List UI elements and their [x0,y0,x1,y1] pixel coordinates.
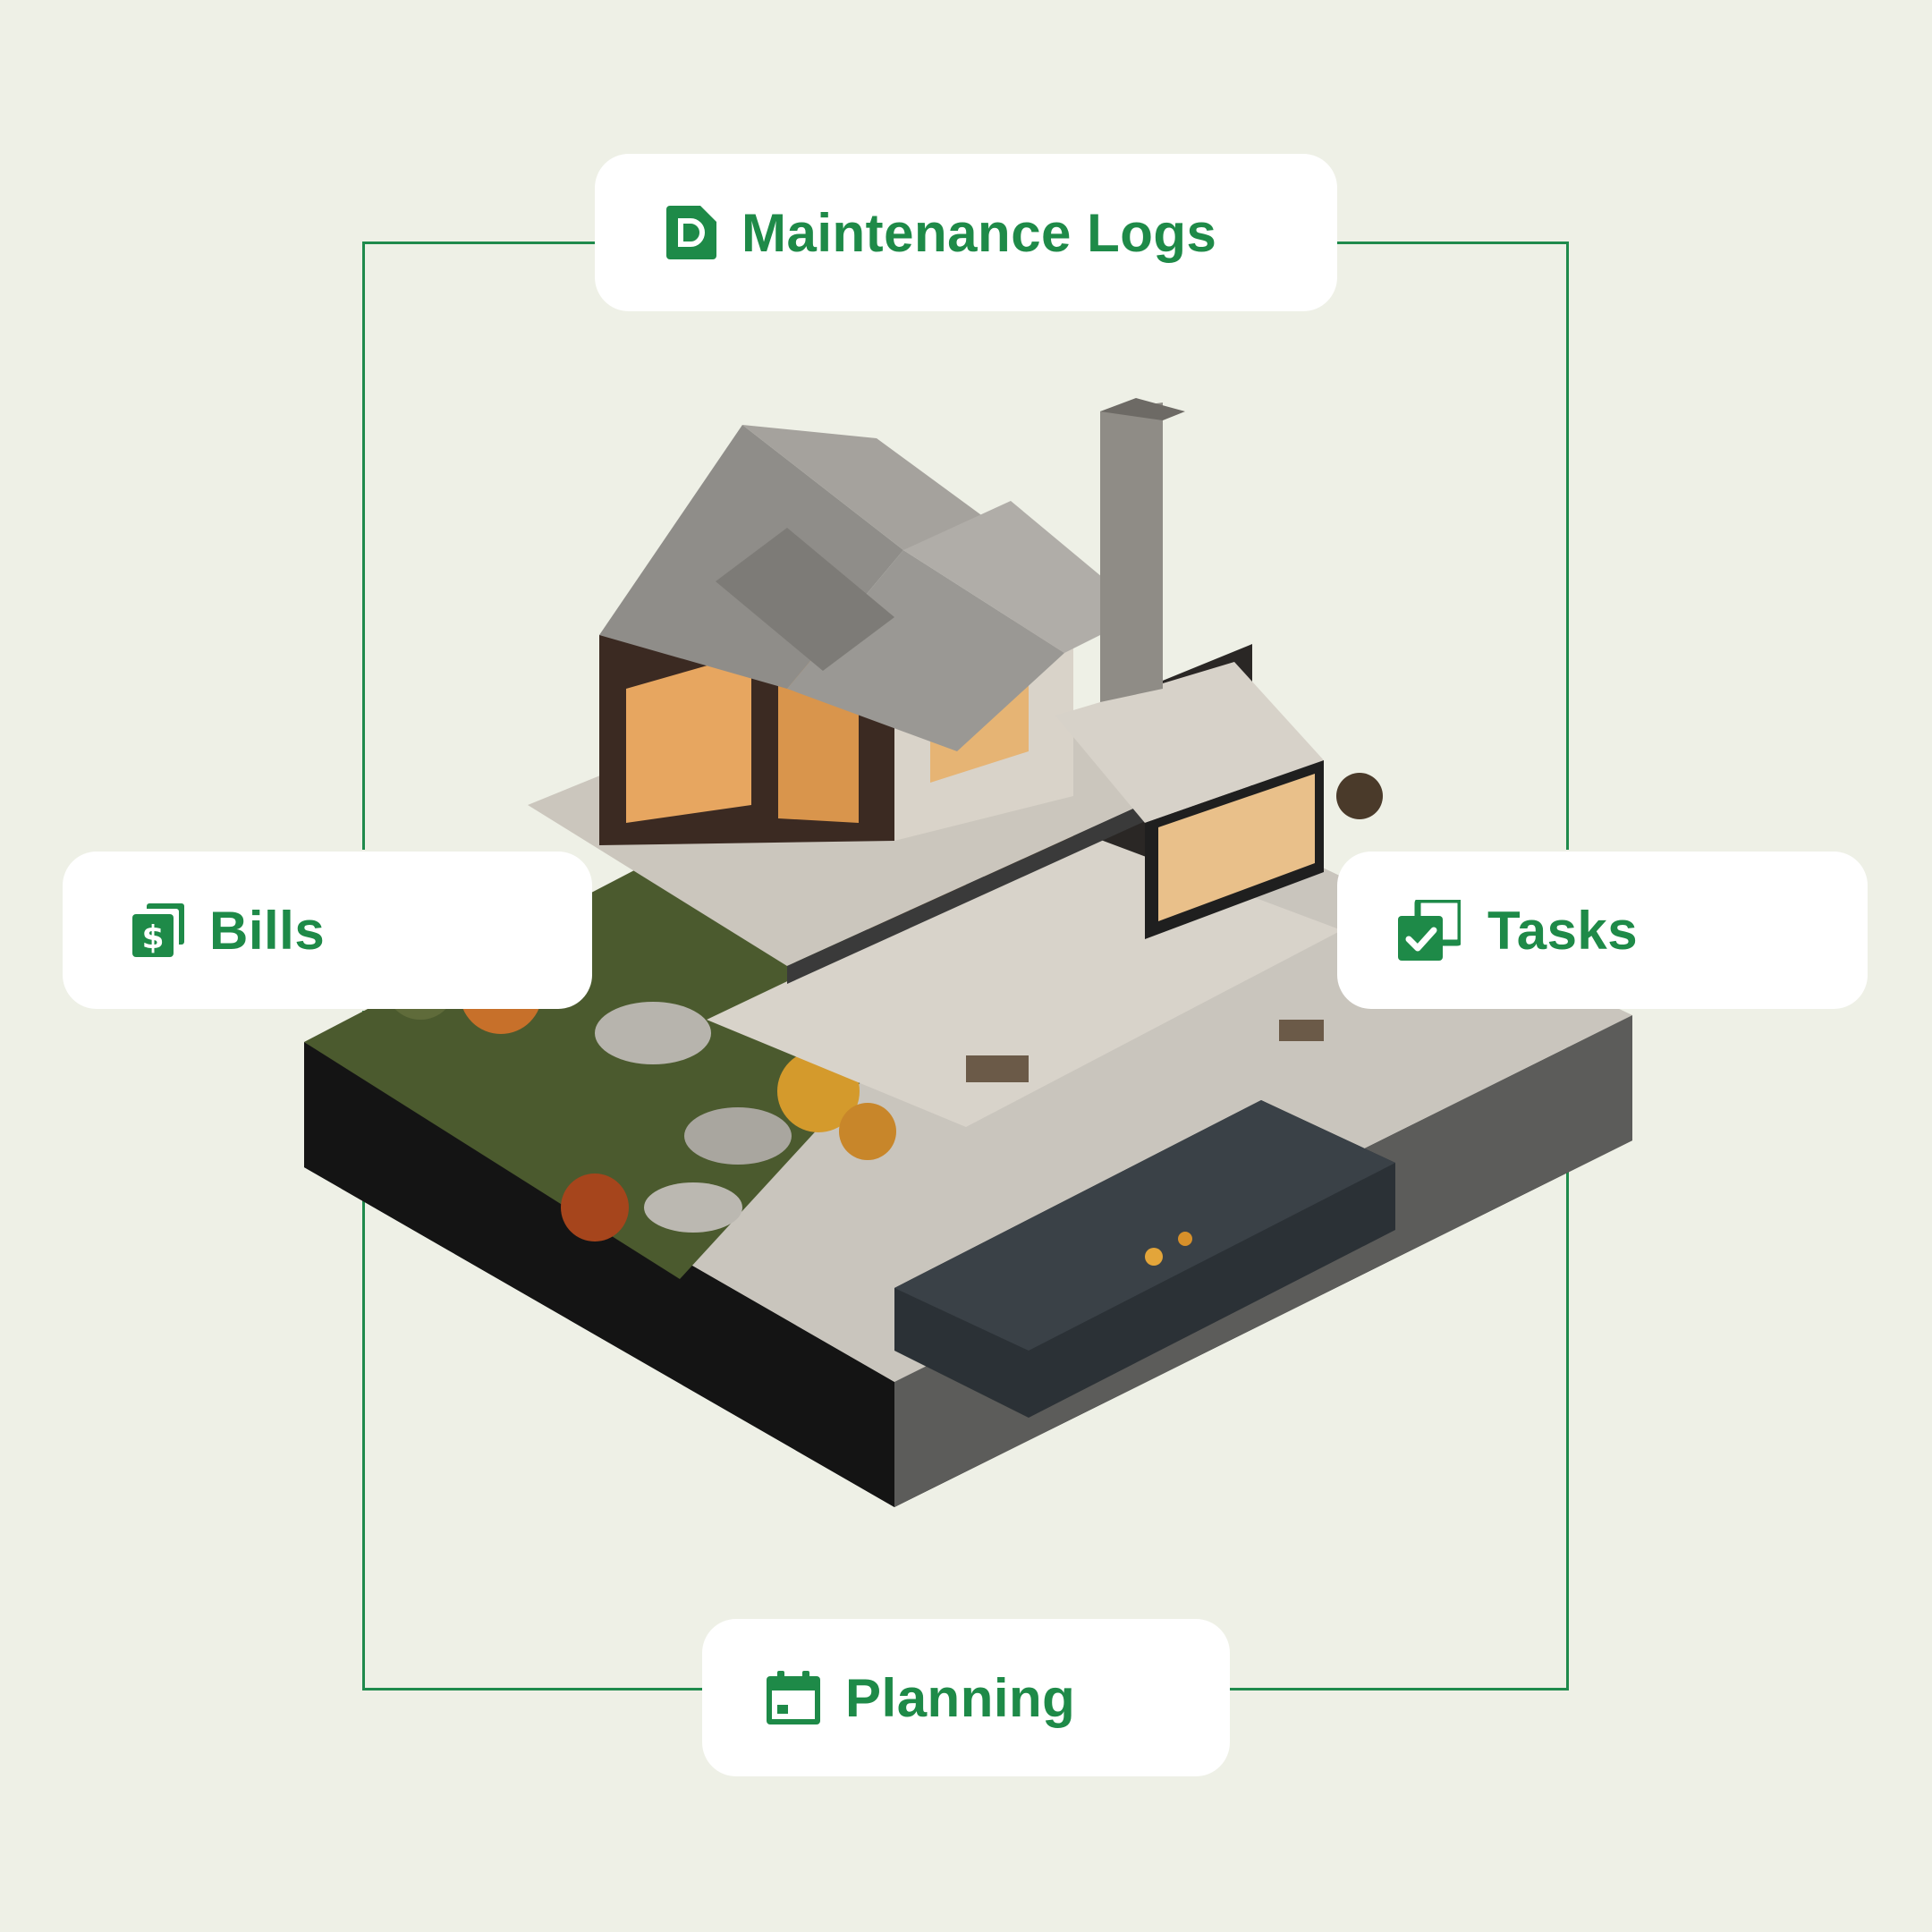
frame-top-left-line [362,242,595,244]
frame-bottom-left-line [362,1688,702,1690]
frame-top-right-line [1337,242,1569,244]
maintenance-logs-card[interactable]: Maintenance Logs [595,154,1337,311]
frame-right-lower-line [1566,1011,1569,1690]
tasks-card[interactable]: Tasks [1337,852,1868,1009]
isometric-house-icon [304,398,1632,1507]
task-check-icon [1398,900,1461,961]
document-icon [666,206,716,259]
maintenance-logs-label: Maintenance Logs [741,202,1217,263]
frame-left-upper-line [362,242,365,850]
frame-left-lower-line [362,1011,365,1690]
calendar-icon [767,1671,820,1724]
tasks-label: Tasks [1487,900,1639,961]
bills-dollar-icon: $ [132,903,184,957]
frame-bottom-right-line [1230,1688,1569,1690]
bills-label: Bills [209,900,326,961]
frame-right-upper-line [1566,242,1569,850]
planning-label: Planning [845,1667,1076,1728]
bills-card[interactable]: $ Bills [63,852,592,1009]
planning-card[interactable]: Planning [702,1619,1230,1776]
svg-text:$: $ [141,919,164,956]
